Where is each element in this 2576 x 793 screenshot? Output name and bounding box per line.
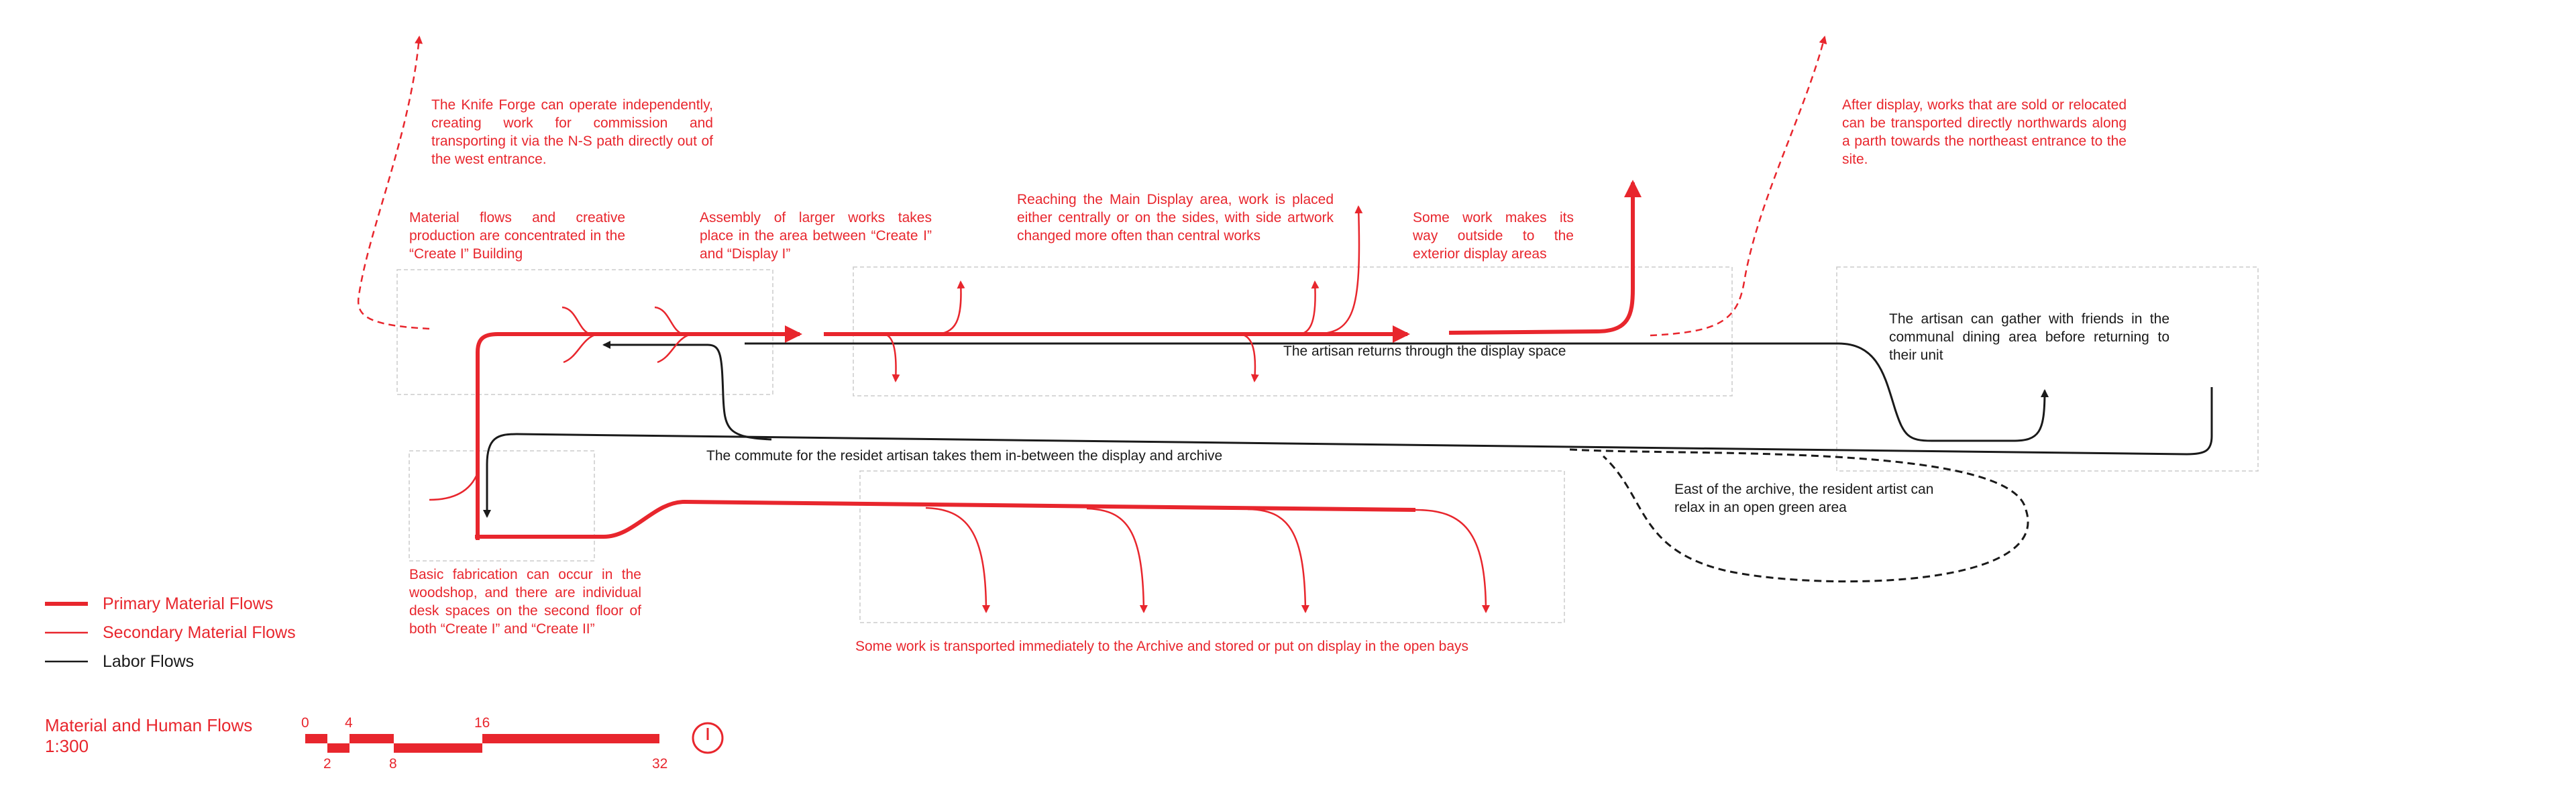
note-assembly: Assembly of larger works takes place in …: [700, 210, 932, 262]
legend-labor: Labor Flows: [103, 651, 194, 672]
secondary-curl-2: [563, 333, 598, 364]
zones: [396, 266, 2259, 623]
legend-secondary: Secondary Material Flows: [103, 623, 296, 643]
north-arrow-icon: [692, 722, 724, 754]
secondary-curl-3: [654, 306, 684, 335]
note-returns: The artisan returns through the display …: [1283, 343, 1566, 359]
scale-seg-8-16: [482, 734, 659, 743]
scale-tick-4: 4: [345, 715, 353, 731]
secondary-curl-1: [561, 306, 591, 335]
labor-commute-path: [483, 387, 2213, 518]
scale-seg-2-4: [350, 734, 394, 743]
secondary-archive-4: [1415, 509, 1490, 613]
secondary-side-1: [933, 280, 965, 335]
scale-tick-2: 2: [323, 756, 331, 772]
note-fabrication: Basic fabrication can occur in the woods…: [409, 567, 641, 637]
legend-swatches: [45, 602, 88, 663]
scale-ratio: 1:300: [45, 736, 89, 756]
scale-seg-0-1: [305, 734, 327, 743]
note-archive: Some work is transported immediately to …: [855, 639, 1468, 654]
legend-secondary-label: Secondary Material Flows: [103, 623, 296, 642]
scale-bar: [305, 734, 659, 753]
zone-archive: [859, 470, 1565, 623]
note-green-area: East of the archive, the resident artist…: [1674, 482, 1934, 515]
note-after-display: After display, works that are sold or re…: [1842, 97, 2127, 167]
primary-vertical-create: [476, 325, 802, 540]
legend-primary-label: Primary Material Flows: [103, 594, 274, 613]
secondary-material-flows: [357, 36, 1827, 613]
scale-title-block: Material and Human Flows 1:300: [45, 715, 252, 757]
secondary-archive-1: [925, 507, 990, 613]
primary-material-flows: [475, 180, 1642, 540]
scale-tick-0: 0: [301, 715, 309, 731]
legend-primary: Primary Material Flows: [103, 594, 273, 614]
primary-archive: [475, 499, 1416, 539]
secondary-after-display: [1650, 36, 1827, 337]
note-create-building: Material flows and creative production a…: [409, 210, 625, 262]
secondary-archive-2: [1086, 507, 1148, 613]
zone-woodshop: [409, 450, 595, 562]
scale-tick-8: 8: [389, 756, 397, 772]
secondary-curl-4: [657, 333, 692, 364]
zone-dining: [1836, 266, 2259, 472]
scale-title: Material and Human Flows: [45, 715, 253, 735]
note-main-display: Reaching the Main Display area, work is …: [1017, 192, 1334, 244]
secondary-woodshop-curl: [429, 472, 479, 501]
scale-tick-16: 16: [474, 715, 490, 731]
legend-labor-label: Labor Flows: [103, 651, 195, 671]
labor-green-loop: [1569, 448, 2029, 583]
labor-return-path: [745, 342, 2049, 442]
scale-tick-32: 32: [652, 756, 668, 772]
zone-display-i: [853, 266, 1733, 396]
note-knife-forge: The Knife Forge can operate independentl…: [431, 97, 713, 167]
secondary-side-4: [882, 333, 900, 382]
secondary-archive-3: [1247, 508, 1309, 613]
note-dining: The artisan can gather with friends in t…: [1889, 311, 2169, 363]
scale-seg-1-2: [327, 743, 350, 753]
secondary-side-5: [1238, 333, 1259, 382]
secondary-knife-forge: [357, 36, 430, 330]
note-commute: The commute for the residet artisan take…: [706, 448, 1223, 464]
secondary-side-2: [1297, 280, 1320, 335]
primary-exterior: [1448, 180, 1642, 335]
scale-seg-4-8: [394, 743, 482, 753]
note-exterior-display: Some work makes its way outside to the e…: [1413, 210, 1574, 262]
labor-create-return: [602, 341, 772, 441]
secondary-side-3: [1311, 205, 1363, 335]
labor-flows: [483, 341, 2213, 583]
